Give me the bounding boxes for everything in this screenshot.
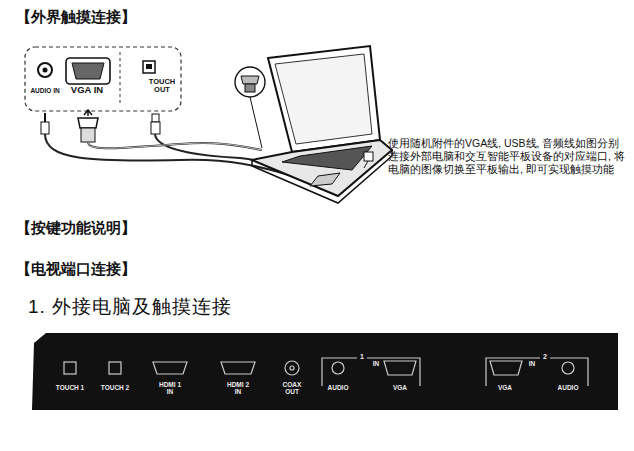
port-label: IN: [525, 360, 539, 367]
vga-connector-icon: [241, 76, 259, 84]
vga-port: [490, 361, 522, 375]
laptop-base: [252, 140, 392, 196]
leader: [364, 161, 368, 168]
usb-port: [143, 61, 155, 73]
port-label: COAX OUT: [278, 381, 306, 395]
usb-socket: [146, 64, 152, 69]
hdmi-port: [153, 362, 187, 374]
divider: [120, 52, 121, 106]
audio-plug: [41, 122, 49, 134]
port-label: TOUCH OUT: [147, 78, 177, 95]
port-label: 1: [357, 353, 367, 361]
cables: [45, 134, 300, 178]
port-icon: [364, 152, 373, 161]
vga-plug: [78, 118, 98, 128]
magnifier-leader: [250, 97, 262, 148]
magnifier: [235, 67, 265, 97]
port-label: HDMI 1 IN: [156, 381, 184, 395]
port-label: 2: [540, 353, 550, 361]
audio-jack-hole: [43, 68, 48, 73]
usb-port: [64, 362, 76, 374]
usb-plug: [151, 122, 160, 134]
vga-connector-icon-body: [245, 84, 255, 92]
port-label: AUDIO: [552, 384, 584, 391]
arrow: [84, 110, 92, 116]
port-label: TOUCH 1: [53, 384, 87, 391]
audio-jack: [38, 63, 52, 77]
port-label: AUDIO: [322, 384, 354, 391]
laptop-screen: [268, 46, 380, 152]
section-heading: 【按键功能说明】: [16, 219, 216, 237]
audio-port: [332, 362, 344, 374]
audio-port: [562, 362, 574, 374]
vga-plug-body: [81, 128, 95, 142]
port-label: VGA: [493, 384, 517, 391]
laptop-touchpad: [310, 173, 340, 186]
note-text: 使用随机附件的VGA线, USB线, 音频线如图分别连接外部电脑和交互智能平板设…: [388, 137, 626, 175]
port-label: HDMI 2 IN: [224, 381, 252, 395]
back-panel-ports: TOUCH 1 TOUCH 2 HDMI 1 IN HDMI 2 IN COAX OUT…: [32, 333, 618, 410]
usb-port: [109, 362, 121, 374]
section-heading: 【电视端口连接】: [16, 260, 216, 278]
input-group-2: [486, 358, 588, 386]
port-label: VGA: [388, 384, 412, 391]
port-panel-outline: [25, 47, 181, 111]
laptop-display: [275, 54, 372, 144]
vga-port: [66, 58, 110, 84]
laptop-keyboard: [282, 146, 372, 170]
laptop-edge: [252, 150, 392, 203]
audio-cable: [45, 134, 300, 178]
port-label: TOUCH 2: [98, 384, 132, 391]
port-label: IN: [369, 360, 383, 367]
section-heading: 1. 外接电脑及触摸连接: [28, 296, 348, 319]
hdmi-port: [221, 362, 255, 374]
port-label: VGA IN: [67, 85, 107, 95]
port-label: AUDIO IN: [27, 87, 63, 94]
port-panel: AUDIO IN VGA IN TOUCH OUT: [25, 47, 181, 111]
coax-port: [285, 361, 299, 375]
cable-highlight: [88, 142, 262, 150]
coax-core: [290, 366, 294, 370]
vga-port: [384, 361, 416, 375]
input-group-1: [322, 358, 420, 386]
back-panel: [32, 333, 618, 410]
panel-ports: [64, 358, 588, 386]
section-heading: 【外界触摸连接】: [16, 8, 216, 26]
vga-socket: [72, 63, 104, 79]
usb-plug-tip: [152, 114, 159, 122]
audio-plug-tip: [44, 113, 46, 122]
